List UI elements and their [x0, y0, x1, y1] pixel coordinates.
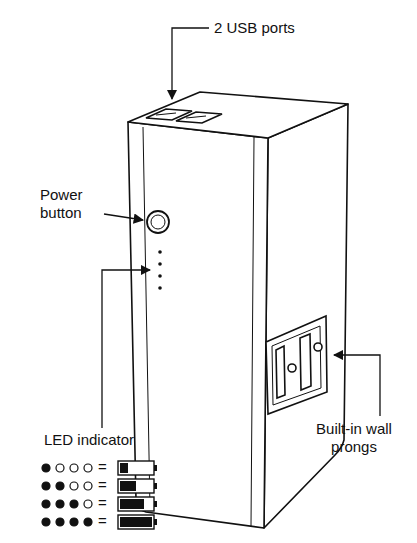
leader-line: [104, 214, 143, 220]
led-dot: [70, 500, 78, 508]
top-face: [128, 92, 348, 138]
led-dot: [70, 482, 78, 490]
led-dot: [56, 500, 64, 508]
led-dot: [42, 518, 50, 526]
led-dot: [56, 464, 64, 472]
legend-equals: =: [98, 494, 107, 512]
front-edge-line: [251, 137, 254, 526]
wall-prongs: [266, 316, 327, 414]
usb-port: [176, 112, 222, 123]
battery-level: [120, 517, 152, 527]
legend-equals: =: [98, 476, 107, 494]
led-dot: [70, 518, 78, 526]
led-dot: [42, 464, 50, 472]
battery-level: [120, 463, 128, 473]
led-dot: [84, 500, 92, 508]
legend-equals: =: [98, 458, 107, 476]
led-dot: [56, 482, 64, 490]
battery-icon: [118, 497, 154, 511]
battery-nub: [154, 501, 157, 507]
led-dot: [84, 482, 92, 490]
led-dot: [70, 464, 78, 472]
usb-port-slot: [156, 113, 206, 118]
usb-port: [146, 109, 192, 120]
leader-line: [334, 355, 380, 416]
led-dot: [42, 500, 50, 508]
led-dots: [158, 250, 162, 290]
callout-label: 2 USB ports: [214, 19, 295, 37]
battery-nub: [154, 519, 157, 525]
battery-icon: [118, 515, 154, 529]
front-edge-line: [143, 127, 150, 509]
legend-equals: =: [98, 512, 107, 530]
led-dot: [56, 518, 64, 526]
leader-line: [102, 270, 150, 428]
side-face: [264, 104, 348, 528]
callout-label: Power button: [40, 186, 100, 222]
power-button: [147, 211, 169, 233]
callout-label: Built-in wall prongs: [312, 420, 396, 456]
battery-icon: [118, 461, 154, 475]
battery-nub: [154, 483, 157, 489]
battery-level: [120, 481, 136, 491]
battery-icon: [118, 479, 154, 493]
battery-nub: [154, 465, 157, 471]
led-dot: [42, 482, 50, 490]
leader-line: [172, 28, 209, 99]
battery-level: [120, 499, 144, 509]
callout-label: LED indicator: [44, 431, 134, 449]
power-button-inner: [151, 215, 165, 229]
led-dot: [84, 518, 92, 526]
led-dot: [84, 464, 92, 472]
